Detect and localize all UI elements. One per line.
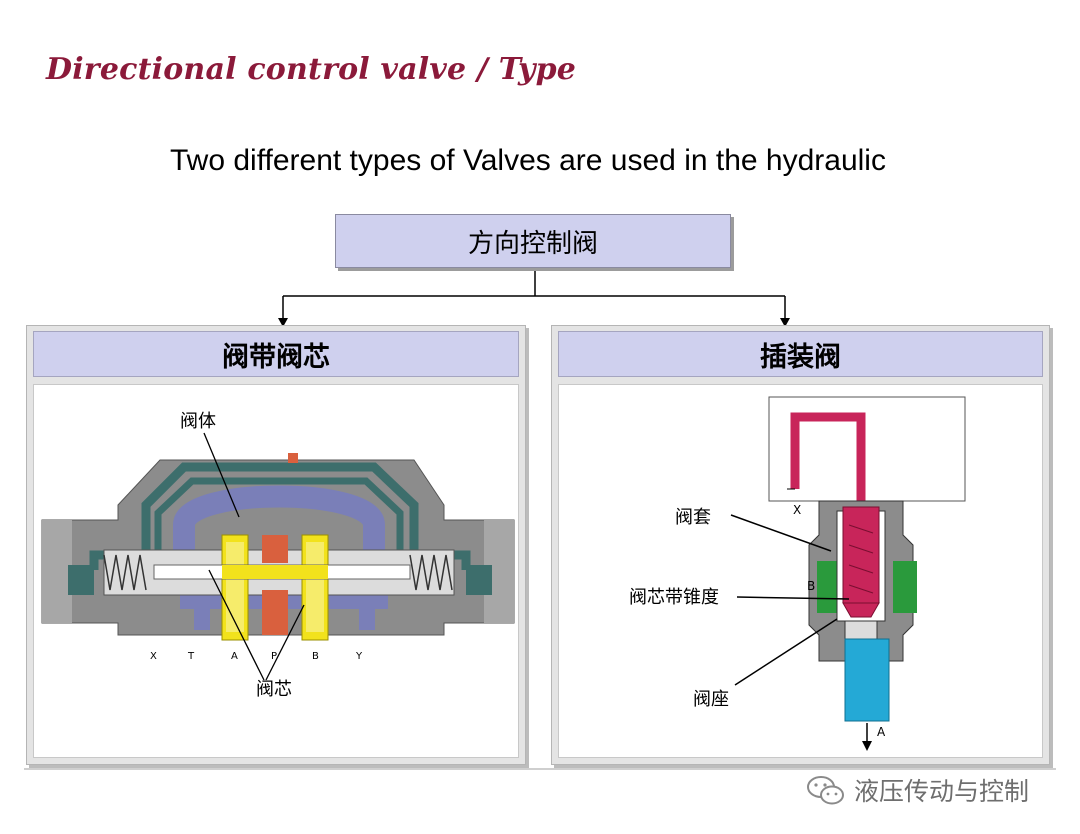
watermark-text: 液压传动与控制: [854, 777, 1030, 806]
spool-valve-cross-section: [41, 432, 515, 681]
cartridge-valve-drawing-area: 阀套 阀芯带锥度 阀座 X B A: [558, 384, 1043, 758]
port-b-label: B: [807, 579, 816, 593]
watermark: 液压传动与控制: [806, 772, 1029, 808]
port-a-label: A: [877, 725, 886, 739]
footer-divider: [24, 768, 1056, 770]
sleeve-label: 阀套: [675, 507, 711, 528]
cartridge-valve-heading: 插装阀: [558, 331, 1043, 377]
spool-label: 阀芯: [256, 679, 292, 700]
spool-valve-drawing-area: 阀体 阀芯 X T A P B Y: [33, 384, 519, 758]
cartridge-valve-panel: 插装阀: [551, 325, 1050, 765]
subtitle: Two different types of Valves are used i…: [170, 144, 886, 177]
port-label: A: [231, 651, 238, 662]
port-label: T: [188, 651, 195, 662]
wechat-icon: [807, 776, 844, 805]
port-label: B: [312, 651, 319, 662]
valve-body-label: 阀体: [180, 411, 216, 432]
port-label: X: [150, 651, 157, 662]
spool-valve-heading: 阀带阀芯: [33, 331, 519, 377]
port-label: Y: [356, 651, 363, 662]
cartridge-valve-cross-section: [730, 396, 966, 751]
root-category-box: 方向控制阀: [335, 214, 731, 268]
tapered-poppet-label: 阀芯带锥度: [629, 587, 719, 608]
port-x-label: X: [793, 503, 802, 517]
valve-seat-label: 阀座: [693, 689, 729, 710]
spool-valve-panel: 阀带阀芯: [26, 325, 526, 765]
port-label: P: [271, 651, 278, 662]
page-title: Directional control valve / Type: [46, 52, 577, 87]
